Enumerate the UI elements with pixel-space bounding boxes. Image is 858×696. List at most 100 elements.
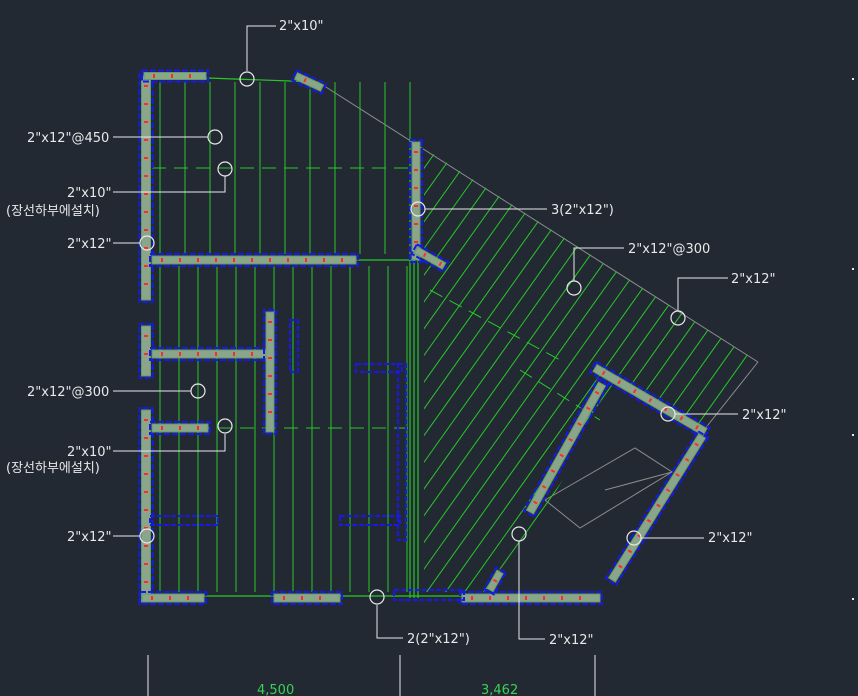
- wall-outline: [263, 309, 277, 435]
- joist: [667, 149, 758, 592]
- wall-bottom-left: [139, 591, 207, 605]
- wall-marker: [618, 564, 623, 569]
- wall-marker: [594, 390, 600, 395]
- leader-3-2x12-circle: [410, 201, 426, 217]
- leader-2-2x12-line: [376, 605, 403, 639]
- leader-2x10-b-circle: [217, 418, 233, 434]
- label-right-2x12-a: 2"x12": [731, 272, 775, 287]
- wall-outline: [139, 591, 207, 605]
- leader-2x10-a-circle: [217, 161, 233, 177]
- wall-diag-right: [604, 429, 710, 587]
- wall-outline: [604, 429, 710, 587]
- wall-top-left: [141, 69, 209, 83]
- wall-marker: [533, 500, 538, 505]
- wall-blue-piece: [355, 363, 403, 373]
- wall-diag-top: [588, 360, 712, 440]
- wall-fill: [461, 593, 601, 603]
- joist: [424, 149, 514, 592]
- wall-marker: [541, 484, 547, 489]
- wall-outline: [141, 69, 209, 83]
- wall-fill: [265, 311, 275, 433]
- wall-top-right: [290, 68, 328, 96]
- leader-2x12-450-circle: [207, 129, 223, 145]
- label-left-2x10-a: 2"x10": [67, 186, 111, 201]
- wall-marker: [438, 261, 443, 267]
- dimension-right-span: 3,462: [481, 683, 518, 696]
- wall-fill: [151, 349, 273, 359]
- wall-marker: [679, 416, 684, 421]
- label-left-2x12-a: 2"x12": [67, 237, 111, 252]
- wall-fill: [413, 246, 447, 270]
- label-top-2x10: 2"x10": [279, 19, 323, 34]
- wall-marker: [303, 77, 307, 83]
- joist: [424, 149, 495, 592]
- joist: [648, 149, 758, 592]
- leader-2x10-a-line: [113, 176, 226, 193]
- wall-fill: [411, 141, 421, 261]
- leader-2x12-b-circle: [139, 528, 155, 544]
- building-outline: [317, 81, 759, 529]
- joist: [424, 149, 704, 592]
- joist: [424, 149, 590, 592]
- wall-outline: [409, 139, 423, 263]
- wall-fill: [143, 72, 207, 80]
- leader-2x10-b-line: [113, 434, 226, 452]
- wall-blue-piece: [393, 589, 465, 601]
- wall-marker: [675, 473, 680, 477]
- wall-outline: [149, 421, 211, 435]
- label-left-2x12-450: 2"x12"@450: [27, 131, 109, 146]
- leader-top-2x10-line: [246, 25, 276, 71]
- joist: [424, 149, 457, 592]
- wall-marker: [665, 488, 671, 493]
- leader-2-2x12-circle: [369, 589, 385, 605]
- wall-fill: [151, 255, 357, 265]
- joist: [424, 149, 571, 592]
- wall-inner-horizontal-b: [149, 421, 211, 435]
- wall-fill: [607, 433, 707, 583]
- wall-marker: [648, 397, 653, 403]
- wall-blue-piece: [289, 319, 299, 373]
- wall-marker: [601, 370, 606, 376]
- wall-left-lower: [138, 407, 154, 605]
- wall-outline: [522, 377, 610, 519]
- wall-members: [138, 68, 712, 605]
- wall-marker: [577, 422, 582, 426]
- wall-left-upper: [138, 73, 154, 303]
- wall-marker: [550, 469, 556, 474]
- wall-outline: [410, 242, 450, 274]
- leader-bottom-2x12-line: [518, 541, 545, 640]
- wall-outline: [290, 68, 328, 96]
- wall-marker: [492, 578, 498, 583]
- wall-marker: [664, 407, 668, 412]
- edge-ticks: [852, 78, 854, 600]
- wall-blue-piece: [339, 515, 401, 526]
- wall-marker: [559, 453, 565, 458]
- label-right-2x12-c: 2"x12": [708, 531, 752, 546]
- wall-diag-stub: [482, 566, 508, 596]
- wall-outline: [149, 253, 359, 267]
- label-mid-3-2x12: 3(2"x12"): [551, 203, 614, 218]
- leader-2x12-300-circle: [190, 383, 206, 399]
- wall-center-notch: [410, 242, 450, 274]
- wall-marker: [586, 406, 591, 411]
- joist: [424, 149, 552, 592]
- label-right-2x12-b: 2"x12": [742, 408, 786, 423]
- label-left-2x10-b: 2"x10": [67, 445, 111, 460]
- wall-bottom-mid: [271, 591, 343, 605]
- leader-2x12-right-b-circle: [660, 406, 676, 422]
- wall-diag-inner: [522, 377, 610, 519]
- wall-inner-horizontal-a: [149, 347, 275, 361]
- wall-marker: [617, 379, 622, 385]
- wall-blue-piece: [397, 363, 407, 541]
- dimension-left-span: 4,500: [257, 683, 294, 696]
- wall-fill: [525, 381, 607, 515]
- wall-fill: [141, 593, 205, 603]
- labels: 2"x10" 2"x12"@450 2"x10" (장선하부에설치) 2"x12…: [6, 19, 786, 648]
- joist: [424, 149, 533, 592]
- wall-fill: [273, 593, 341, 603]
- joist: [424, 149, 476, 592]
- label-left-note-a: (장선하부에설치): [6, 204, 100, 219]
- wall-bottom-right: [459, 591, 603, 605]
- wall-outline: [459, 591, 603, 605]
